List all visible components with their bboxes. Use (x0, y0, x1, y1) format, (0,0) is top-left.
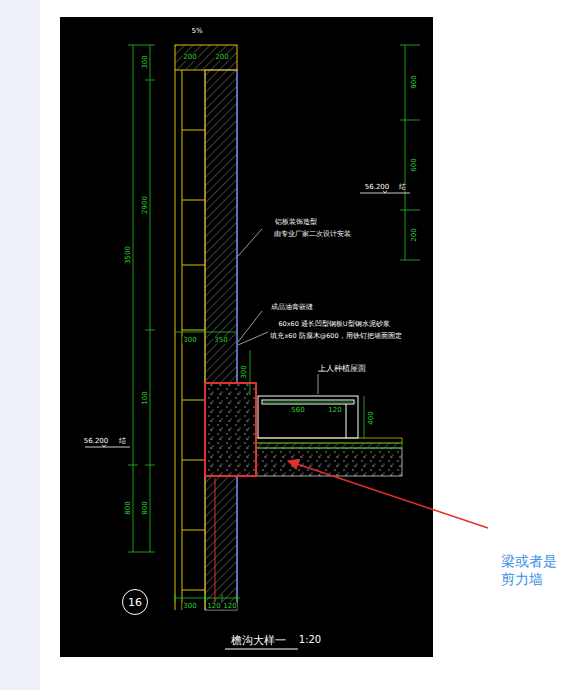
drawing-stroke (400, 210, 420, 211)
drawing-stroke (182, 265, 205, 266)
concrete-beam (205, 383, 256, 476)
dimension-text: 800 (142, 500, 149, 515)
drawing-stroke (182, 530, 205, 531)
dimension-text: 200 (214, 54, 229, 61)
dimension-text: 100 (142, 390, 149, 405)
note-text: 1:20 (298, 635, 322, 645)
note-text: 56.200 (83, 438, 110, 445)
drawing-stroke (145, 330, 155, 331)
drawing-stroke (222, 594, 223, 602)
dimension-text: 300 (182, 337, 197, 344)
planter-kerb (258, 396, 358, 438)
elevation-mark (85, 188, 410, 447)
drawing-stroke (145, 80, 155, 81)
rebar-line (215, 478, 216, 605)
dimension-text: 300 (241, 364, 248, 379)
note-text: 56.200 (364, 184, 391, 191)
beam-fill (205, 383, 256, 476)
dimension-text: 2900 (142, 195, 149, 215)
drawing-stroke (237, 594, 238, 602)
note-text: 铝板装饰造型 (274, 219, 318, 226)
drawing-stroke (175, 594, 176, 602)
drawing-stroke (405, 45, 406, 260)
drawing-stroke (205, 70, 206, 610)
dimension-text: 900 (411, 74, 418, 89)
drawing-stroke (182, 200, 205, 201)
drawing-stroke (150, 45, 151, 552)
highlight-box (205, 383, 256, 476)
drawing-stroke (318, 374, 319, 394)
drawing-stroke (182, 330, 205, 331)
drawing-stroke (182, 590, 205, 591)
wall-edge (236, 70, 237, 610)
dimension-text: 120 (206, 603, 221, 610)
drawing-stroke (205, 594, 206, 602)
drawing-stroke (182, 400, 205, 401)
dimension-text: 400 (368, 410, 375, 425)
aluminum-cladding (175, 70, 205, 610)
side-panel (0, 0, 40, 690)
dimension-text: 120 (327, 407, 342, 414)
note-text: 檐沟大样一 (230, 635, 287, 646)
roof-layer (256, 438, 402, 443)
wall-section (205, 70, 237, 610)
note-text: 60x60 通长凹型钢板U型钢水泥砂浆 (277, 321, 390, 328)
coping (175, 45, 237, 70)
drawing-stroke (400, 45, 420, 46)
drawing-stroke (175, 332, 237, 333)
dimension-text: 350 (213, 337, 228, 344)
dimension-text: 800 (125, 500, 132, 515)
drawing-stroke (238, 229, 262, 256)
dimension-text: 300 (182, 603, 197, 610)
callout-number: 16 (128, 597, 142, 608)
drawing-stroke (182, 130, 205, 131)
drawing-stroke (182, 460, 205, 461)
dimension-text: 600 (411, 157, 418, 172)
drawing-stroke (128, 552, 155, 553)
note-text: 填充x60 防腐木@600，用铁钉把墙面固定 (269, 333, 402, 340)
drawing-stroke (238, 332, 268, 345)
pointer-arrow (288, 461, 488, 528)
drawing-stroke (175, 70, 176, 610)
cad-background (60, 17, 433, 657)
drawing-stroke (258, 396, 358, 438)
roof-layer (256, 443, 402, 448)
note-text: 5% (190, 28, 203, 35)
drawing-stroke (133, 45, 134, 552)
note-text: 由专业厂家二次设计安装 (273, 231, 352, 238)
leader-lines (238, 229, 318, 394)
detail-callout-circle: 16 (122, 589, 148, 615)
drawing-stroke (238, 311, 262, 342)
note-text: 上人种植屋面 (317, 365, 367, 373)
dimension-lines (128, 45, 420, 602)
note-text: 成品油膏嵌缝 (270, 304, 314, 311)
drawing-stroke (364, 396, 365, 438)
annotation-note: 梁或者是 剪力墙 (500, 552, 564, 588)
drawing-stroke (175, 598, 240, 599)
note-text: 结 (398, 184, 407, 191)
dimension-text: 3500 (125, 245, 132, 265)
title-underline (225, 649, 298, 650)
roof-slab (256, 448, 402, 476)
drawing-stroke (262, 402, 356, 403)
dimension-text: 560 (290, 407, 305, 414)
dimension-text: 200 (411, 227, 418, 242)
drawing-stroke (128, 465, 138, 466)
drawing-stroke (145, 465, 155, 466)
dimension-text: 120 (222, 603, 237, 610)
dimension-text: 300 (142, 54, 149, 69)
drawing-stroke (400, 120, 420, 121)
drawing-stroke (128, 45, 155, 46)
drawing-stroke (400, 260, 420, 261)
drawing-stroke (346, 404, 347, 438)
note-text: 结 (118, 438, 127, 445)
drawing-stroke (250, 350, 251, 395)
dimension-text: 200 (182, 54, 197, 61)
